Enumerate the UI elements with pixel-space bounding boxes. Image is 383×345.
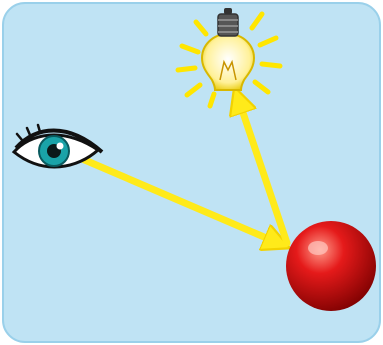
red-sphere	[286, 221, 376, 311]
